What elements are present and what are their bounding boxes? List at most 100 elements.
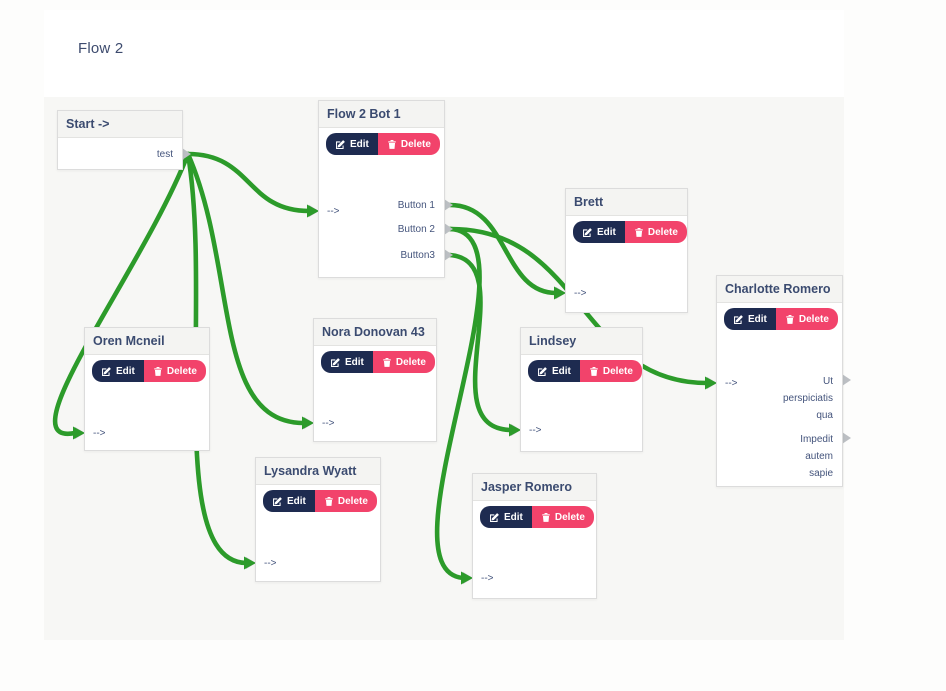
delete-button[interactable]: Delete [143, 360, 206, 382]
wire-arrowhead[interactable] [509, 423, 521, 437]
trash-icon [383, 357, 391, 367]
input-port-label[interactable]: --> [529, 425, 542, 436]
edit-button-label: Edit [116, 365, 135, 377]
flow-node-bot1[interactable]: Flow 2 Bot 1 Edit Delete --> Button 1 Button … [318, 100, 445, 278]
edit-button-label: Edit [504, 511, 523, 523]
input-port-label[interactable]: --> [574, 288, 587, 299]
wire-start-to-bot1[interactable] [185, 151, 312, 214]
edit-button-label: Edit [597, 226, 616, 238]
wire-arrowhead[interactable] [73, 426, 85, 440]
edit-button[interactable]: Edit [528, 360, 580, 382]
delete-button[interactable]: Delete [314, 490, 377, 512]
input-port-label[interactable]: --> [264, 558, 277, 569]
output-port-label[interactable]: Button3 [400, 250, 435, 261]
output-port-connector[interactable] [444, 249, 453, 261]
pencil-square-icon [490, 512, 499, 522]
delete-button[interactable]: Delete [775, 308, 838, 330]
node-actions: Edit Delete [573, 221, 687, 243]
delete-button[interactable]: Delete [579, 360, 642, 382]
delete-button-label: Delete [400, 138, 431, 150]
output-port-label[interactable]: test [156, 149, 173, 160]
wire-arrowhead[interactable] [461, 571, 473, 585]
wire-arrowhead[interactable] [705, 376, 717, 390]
pencil-square-icon [336, 139, 345, 149]
edit-button[interactable]: Edit [263, 490, 315, 512]
edit-button[interactable]: Edit [573, 221, 625, 243]
wire-start-to-nora[interactable] [185, 151, 307, 426]
output-port-label[interactable]: Button 2 [397, 224, 435, 235]
output-port-connector[interactable] [842, 374, 851, 386]
node-title: Charlotte Romero [717, 276, 842, 303]
output-port-connector[interactable] [444, 223, 453, 235]
edit-button-label: Edit [552, 365, 571, 377]
delete-button[interactable]: Delete [372, 351, 435, 373]
trash-icon [154, 366, 162, 376]
flow-node-nora[interactable]: Nora Donovan 43 Edit Delete --> [313, 318, 437, 442]
input-port-label[interactable]: --> [327, 206, 340, 217]
output-port-text-line: Ut [823, 376, 833, 387]
edit-button-label: Edit [748, 313, 767, 325]
delete-button-label: Delete [602, 365, 633, 377]
node-title: Nora Donovan 43 [314, 319, 436, 346]
output-port-text-line: sapie [809, 468, 833, 479]
output-port-connector[interactable] [182, 148, 191, 160]
wire-bot1-to-jasper[interactable] [434, 226, 482, 581]
input-port-label[interactable]: --> [725, 378, 738, 389]
wire-arrowhead[interactable] [244, 556, 256, 570]
flow-node-start[interactable]: Start -> test [57, 110, 183, 170]
output-port-text-line: qua [816, 410, 833, 421]
wire-bot1-to-brett[interactable] [447, 202, 559, 296]
wire-arrowhead[interactable] [302, 416, 314, 430]
trash-icon [542, 512, 550, 522]
delete-button[interactable]: Delete [624, 221, 687, 243]
trash-icon [786, 314, 794, 324]
delete-button-label: Delete [554, 511, 585, 523]
pencil-square-icon [734, 314, 743, 324]
node-actions: Edit Delete [480, 506, 594, 528]
page-title: Flow 2 [78, 40, 124, 57]
node-title: Brett [566, 189, 687, 216]
node-title: Flow 2 Bot 1 [319, 101, 444, 128]
output-port-connector[interactable] [444, 199, 453, 211]
edit-button-label: Edit [287, 495, 306, 507]
edit-button[interactable]: Edit [92, 360, 144, 382]
input-port-label[interactable]: --> [322, 418, 335, 429]
edit-button[interactable]: Edit [321, 351, 373, 373]
node-title: Start -> [58, 111, 182, 138]
input-port-label[interactable]: --> [93, 428, 106, 439]
edit-button[interactable]: Edit [326, 133, 378, 155]
edit-button[interactable]: Edit [724, 308, 776, 330]
delete-button-label: Delete [647, 226, 678, 238]
node-actions: Edit Delete [326, 133, 440, 155]
wire-arrowhead[interactable] [554, 286, 566, 300]
pencil-square-icon [538, 366, 547, 376]
output-port-label[interactable]: Button 1 [397, 200, 435, 211]
edit-button[interactable]: Edit [480, 506, 532, 528]
delete-button-label: Delete [337, 495, 368, 507]
trash-icon [635, 227, 643, 237]
edit-button-label: Edit [350, 138, 369, 150]
trash-icon [325, 496, 333, 506]
node-actions: Edit Delete [528, 360, 642, 382]
output-port-connector[interactable] [842, 432, 851, 444]
delete-button-label: Delete [395, 356, 426, 368]
delete-button[interactable]: Delete [377, 133, 440, 155]
node-actions: Edit Delete [321, 351, 435, 373]
delete-button[interactable]: Delete [531, 506, 594, 528]
input-port-label[interactable]: --> [481, 573, 494, 584]
node-actions: Edit Delete [263, 490, 377, 512]
wire-bot1-to-lindsey[interactable] [447, 252, 514, 433]
edit-button-label: Edit [345, 356, 364, 368]
pencil-square-icon [102, 366, 111, 376]
wire-arrowhead[interactable] [307, 204, 319, 218]
output-port-text-line: autem [805, 451, 833, 462]
